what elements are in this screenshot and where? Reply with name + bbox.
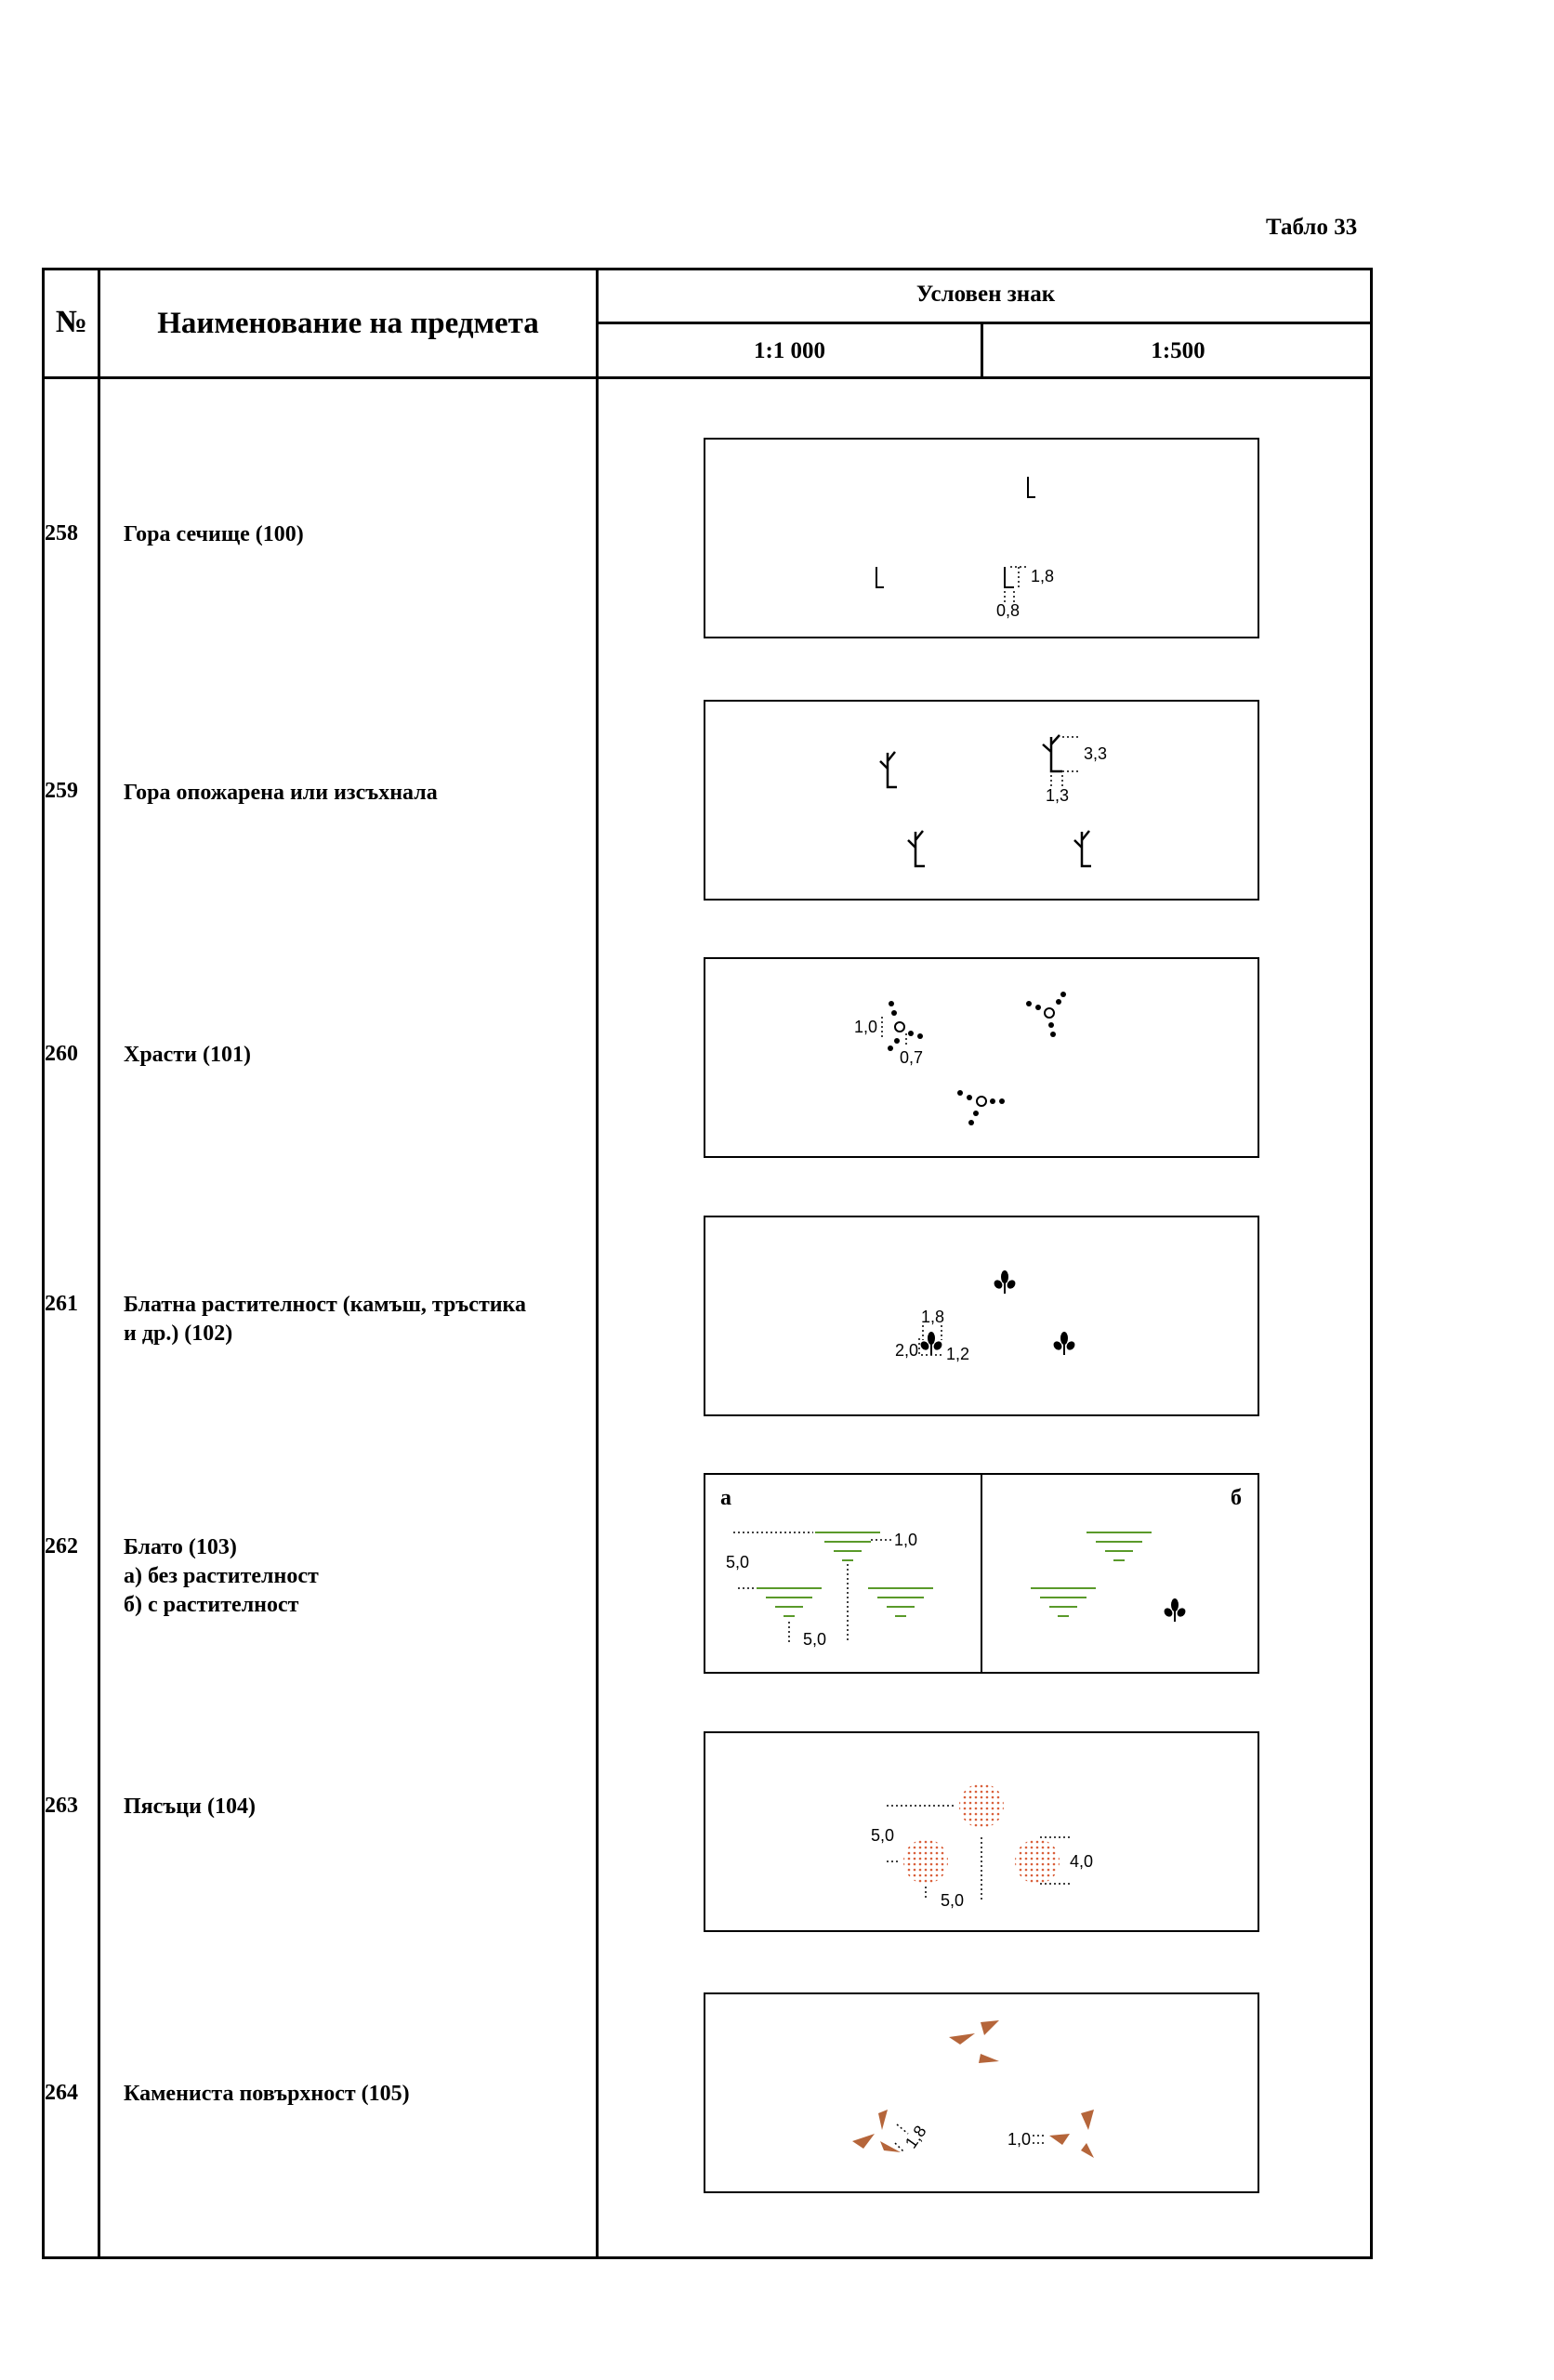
row-name-260: Храсти (101) [124,1041,588,1070]
symbol-box-264: 1,8 1,0 [704,1992,1259,2193]
dim-label: 1,0 [854,1018,877,1036]
name-line: Пясъци (104) [124,1795,256,1819]
swamp-lines-icon [868,1587,933,1617]
sand-dot-icon [903,1839,948,1884]
table-frame [42,268,1373,2259]
row-name-259: Гора опожарена или изсъхнала [124,779,588,808]
row-name-262: Блато (103) а) без растителност б) с рас… [124,1533,588,1620]
marsh-plant-icon [1053,1332,1075,1355]
stony-surface-symbol: 1,8 1,0 [852,2020,1094,2158]
dim-label: 4,0 [1070,1852,1093,1871]
symbol-box-259: 3,3 1,3 [704,700,1259,901]
stone-icon [1049,2110,1094,2158]
row-number-259: 259 [45,779,78,803]
clearing-symbol: 1,8 0,8 [876,477,1054,620]
marsh-plant-icon [994,1270,1016,1294]
swamp-lines-icon [757,1587,822,1617]
marsh-vegetation-symbol: 1,8 2,0 1,2 [895,1270,1075,1363]
header-scale-1000: 1:1 000 [753,338,826,363]
name-line: Гора опожарена или изсъхнала [124,781,438,805]
shrub-icon [1026,992,1066,1037]
name-line: б) с растителност [124,1593,299,1617]
dim-label: 5,0 [941,1891,964,1910]
row-number-261: 261 [45,1292,78,1316]
dim-label: 1,3 [1046,786,1069,805]
name-line: и др.) (102) [124,1321,233,1346]
sands-symbol: 5,0 4,0 5,0 [871,1783,1093,1910]
stone-icon [949,2020,999,2063]
col-divider-2 [596,268,599,2259]
name-line: Блато (103) [124,1535,237,1559]
symbol-box-258: 1,8 0,8 [704,438,1259,638]
dim-label: 0,8 [996,601,1020,620]
dim-label: 3,3 [1084,744,1107,763]
name-line: Камениста повърхност (105) [124,2082,410,2106]
marsh-plant-icon [920,1332,942,1355]
header-scale-500: 1:500 [1151,338,1205,363]
col-divider-1 [98,268,100,2259]
dim-label: 2,0 [895,1341,918,1360]
shrubs-symbol: 1,0 0,7 [854,992,1066,1125]
swamp-symbol: а б [720,1475,1242,1672]
swamp-lines-icon [815,1532,880,1561]
row-number-258: 258 [45,521,78,546]
table-number: Табло 33 [1266,215,1358,240]
row-number-264: 264 [45,2081,78,2105]
dim-label: 5,0 [871,1826,894,1845]
header-number: № [55,305,88,339]
dim-label: 1,2 [946,1345,969,1363]
row-name-264: Камениста повърхност (105) [124,2080,588,2109]
dim-label: 1,0 [1007,2130,1031,2149]
symbol-box-261: 1,8 2,0 1,2 [704,1216,1259,1416]
header-sub-divider [596,322,1373,324]
row-number-263: 263 [45,1794,78,1818]
dim-label: 1,0 [894,1531,917,1549]
dim-label: 1,8 [902,2122,930,2151]
burnt-forest-symbol: 3,3 1,3 [879,734,1107,868]
scale-divider [981,322,983,377]
symbol-box-263: 5,0 4,0 5,0 [704,1731,1259,1932]
name-line: Храсти (101) [124,1043,251,1067]
name-line: Гора сечище (100) [124,522,304,546]
variant-label-a: а [720,1486,731,1510]
sand-dot-icon [959,1783,1004,1828]
burnt-tree-icon [879,751,897,789]
row-number-260: 260 [45,1042,78,1066]
burnt-tree-icon [1073,830,1091,868]
stone-icon [852,2110,901,2152]
header-bottom [42,376,1373,379]
sand-dot-icon [1015,1839,1060,1884]
burnt-tree-icon [907,830,925,868]
swamp-lines-icon [1086,1532,1152,1561]
dim-label: 5,0 [803,1630,826,1649]
variant-label-b: б [1231,1486,1242,1510]
header-sign: Условен знак [915,282,1056,307]
clearing-icon [876,567,884,588]
dim-label: 1,8 [1031,567,1054,585]
row-number-262: 262 [45,1534,78,1558]
clearing-icon [1027,477,1035,498]
marsh-plant-icon [1164,1598,1186,1622]
dim-label: 0,7 [900,1048,923,1067]
shrub-icon [888,1001,923,1051]
burnt-tree-icon [1042,734,1062,773]
dim-label: 1,8 [921,1308,944,1326]
clearing-icon [1004,567,1014,588]
row-name-261: Блатна растителност (камъш, тръстика и д… [124,1291,588,1348]
shrub-icon [957,1090,1005,1125]
row-name-263: Пясъци (104) [124,1793,588,1821]
name-line: Блатна растителност (камъш, тръстика [124,1293,527,1317]
name-line: а) без растителност [124,1564,319,1588]
swamp-lines-icon [1031,1587,1096,1617]
header-name: Наименование на предмета [157,307,539,340]
symbol-box-260: 1,0 0,7 [704,957,1259,1158]
dim-label: 5,0 [726,1553,749,1571]
row-name-258: Гора сечище (100) [124,520,588,549]
symbol-box-262: а б [704,1473,1259,1674]
